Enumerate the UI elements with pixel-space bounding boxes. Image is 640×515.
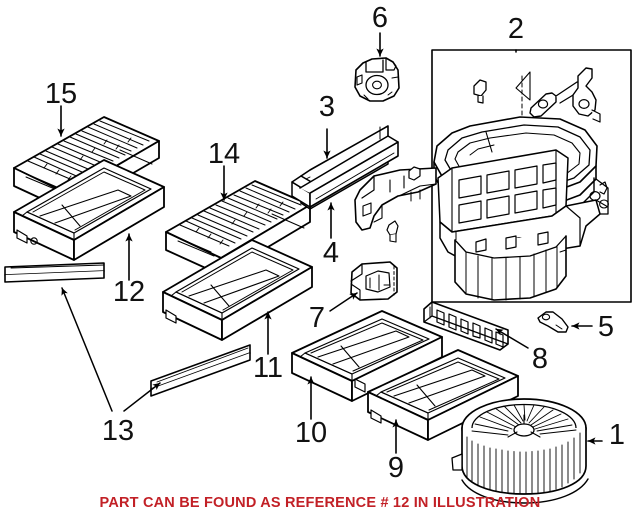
- callout-label-12: 12: [113, 276, 145, 308]
- callout-label-9: 9: [388, 452, 404, 484]
- callout-label-11: 11: [253, 352, 283, 384]
- part-12-filter-housing-frame: [13, 159, 165, 261]
- callout-13-leaders: [61, 287, 161, 412]
- drum-ribs: [465, 245, 558, 301]
- housing-small-parts: [473, 67, 608, 195]
- callout-8-leader: [495, 328, 529, 349]
- fan-blades: [461, 430, 581, 495]
- grille-windows: [458, 162, 557, 224]
- part-9-lower-filter-frame: [367, 349, 519, 441]
- callout-label-1: 1: [609, 419, 625, 451]
- part-6-recirculation-actuator-motor: [354, 57, 400, 102]
- callout-label-4: 4: [323, 237, 339, 269]
- connector-slots: [436, 309, 504, 348]
- part-11-filter-frame: [162, 239, 313, 341]
- filter-pleat-ticks: [43, 137, 132, 181]
- part-2-blower-motor-housing-assembly: [354, 67, 609, 301]
- callout-label-8: 8: [532, 343, 548, 375]
- reference-footnote: PART CAN BE FOUND AS REFERENCE # 12 IN I…: [99, 495, 541, 511]
- filter-pleat-ticks: [195, 201, 284, 245]
- callout-label-5: 5: [598, 311, 614, 343]
- callout-7-leader: [329, 292, 358, 312]
- part-8-connector-block: [423, 301, 509, 351]
- callout-label-6: 6: [372, 2, 388, 34]
- fan-inner-vanes: [471, 404, 577, 436]
- part-1-blower-fan-wheel: [451, 398, 589, 504]
- part-13-seal-strip-upper: [4, 262, 105, 283]
- callout-labels: 1 2 3 4 5 6 7 8 9 10 11 12 13 14 15: [45, 2, 625, 484]
- housing-motor-drum: [454, 235, 567, 301]
- part-7-blower-resistor: [350, 261, 398, 301]
- callout-label-14: 14: [208, 138, 240, 170]
- fan-hub: [513, 423, 535, 437]
- housing-mounting-arm: [354, 167, 437, 231]
- callout-label-15: 15: [45, 78, 77, 110]
- part-13-seal-strip-lower: [150, 344, 251, 397]
- callout-label-10: 10: [295, 417, 327, 449]
- filter-pleats: [21, 120, 153, 193]
- callout-label-3: 3: [319, 91, 335, 123]
- fan-drum: [461, 427, 587, 495]
- filter-pleats: [173, 184, 305, 257]
- part-5-retaining-clip: [537, 311, 569, 333]
- part-4-lower-seal-rod: [291, 135, 399, 208]
- part-10-filter-frame: [291, 310, 443, 402]
- callout-label-13: 13: [102, 415, 134, 447]
- callout-label-2: 2: [508, 13, 524, 45]
- callout-label-7: 7: [309, 302, 325, 334]
